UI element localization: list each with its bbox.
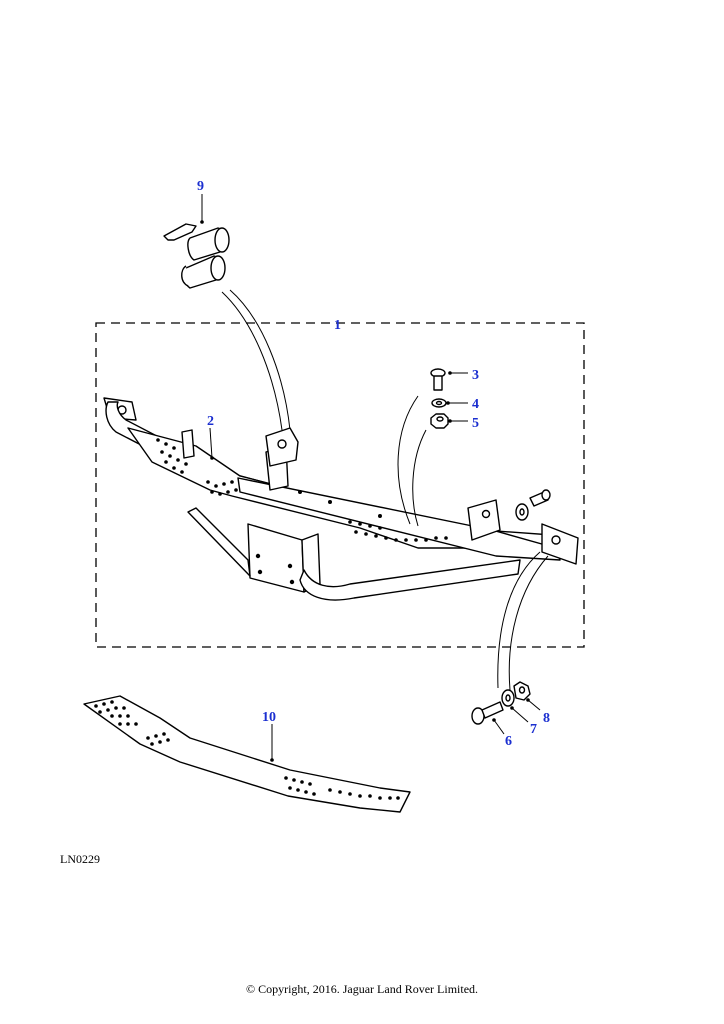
guide-line-6-8a: [497, 551, 541, 689]
part-2-step-frame[interactable]: [103, 397, 579, 601]
part-10-tread-plate[interactable]: [83, 695, 411, 813]
callout-9[interactable]: 9: [197, 179, 204, 194]
guide-line-6-8b: [508, 555, 549, 691]
callout-3[interactable]: 3: [472, 368, 479, 383]
part-9-bush-clip[interactable]: [163, 223, 230, 289]
callout-8[interactable]: 8: [543, 711, 550, 726]
part-3-bolt[interactable]: [430, 368, 446, 391]
callout-10[interactable]: 10: [262, 710, 276, 725]
part-6-bolt[interactable]: [471, 701, 504, 725]
guide-line-fasteners-b: [412, 429, 427, 527]
assembly-boundary-box: [95, 322, 585, 648]
callout-6[interactable]: 6: [505, 734, 512, 749]
part-4-washer[interactable]: [431, 398, 447, 408]
callout-5[interactable]: 5: [472, 416, 479, 431]
guide-line-fasteners-a: [397, 395, 419, 525]
part-5-nut[interactable]: [430, 413, 449, 429]
copyright-notice: © Copyright, 2016. Jaguar Land Rover Lim…: [245, 982, 479, 996]
leader-line-7: [511, 707, 529, 723]
part-8-nut[interactable]: [513, 681, 531, 701]
callout-4[interactable]: 4: [472, 397, 479, 412]
part-7-washer[interactable]: [501, 689, 515, 707]
diagram-reference-code: LN0229: [60, 852, 100, 866]
leader-line-2: [209, 427, 213, 459]
guide-line-9b: [229, 289, 291, 431]
callout-7[interactable]: 7: [530, 722, 537, 737]
callout-1[interactable]: 1: [334, 318, 341, 333]
callout-2[interactable]: 2: [207, 414, 214, 429]
frame-side-bolt[interactable]: [529, 489, 551, 507]
leader-line-6: [493, 719, 505, 735]
guide-line-9a: [221, 291, 283, 431]
frame-side-washer[interactable]: [515, 503, 529, 521]
leader-line-8: [527, 699, 541, 711]
